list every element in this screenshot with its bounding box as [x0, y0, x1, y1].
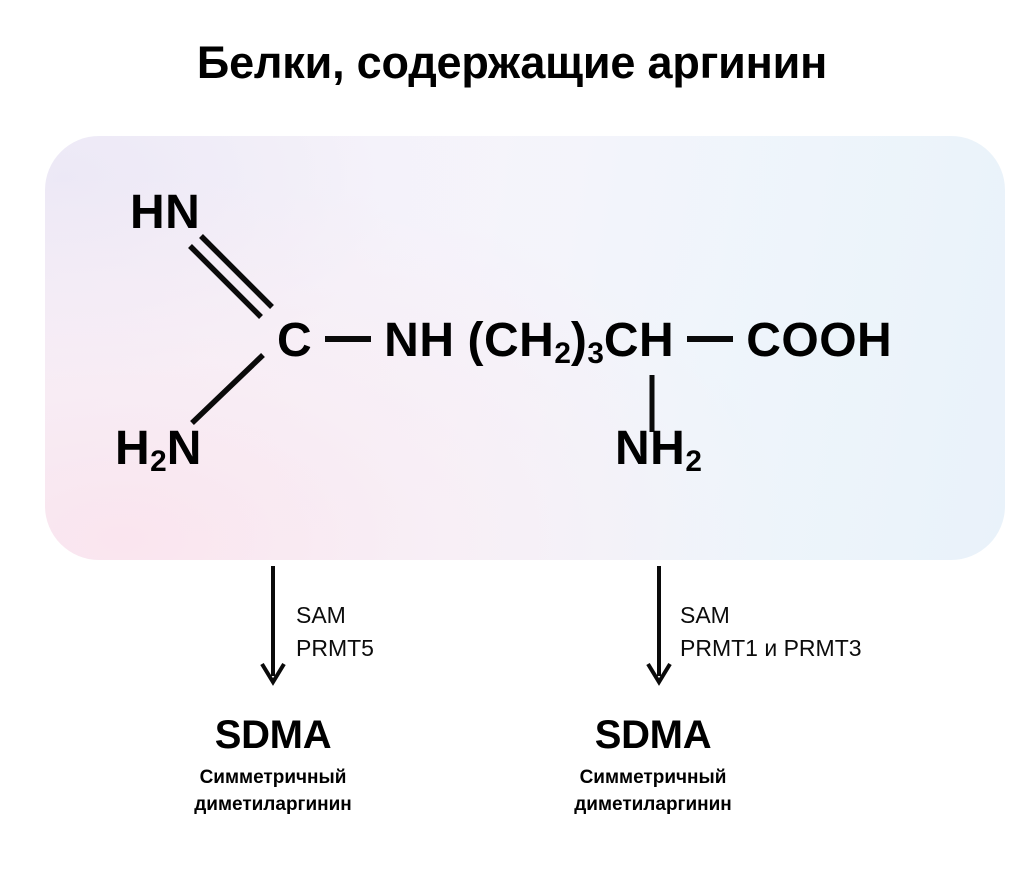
atom-group-nh: NH	[384, 314, 455, 367]
double-bond-icon	[188, 234, 274, 319]
cofactor-right: SAM	[680, 602, 730, 628]
atom-group-ch: CH	[603, 314, 675, 367]
atom-group-hn: HN	[130, 186, 201, 239]
product-fullname-right-line1: Симметричный	[579, 767, 727, 789]
arrow-down-icon-right	[646, 566, 672, 686]
atom-group-nh2: NH2	[615, 422, 702, 479]
atom-carbon: C	[277, 314, 313, 367]
single-bond-icon	[190, 353, 265, 425]
product-fullname-left-line2: диметиларгинин	[194, 794, 352, 816]
product-right: SDMA Симметричный диметиларгинин	[463, 713, 843, 819]
enzyme-name-left: PRMT5	[296, 634, 374, 661]
molecule-structure: HN H2N C NH(CH2)3CH COOH NH2	[45, 136, 1005, 560]
product-abbr-right: SDMA	[594, 713, 712, 757]
enzyme-label-left: SAM PRMT5	[296, 599, 374, 664]
product-abbr-left: SDMA	[214, 713, 332, 757]
atom-group-methylene: (CH2)3	[467, 314, 604, 371]
atom-group-cooh: COOH	[746, 314, 893, 367]
product-fullname-right-line2: диметиларгинин	[574, 794, 732, 816]
product-fullname-left-line1: Симметричный	[199, 767, 347, 789]
enzyme-label-right: SAM PRMT1 и PRMT3	[680, 599, 862, 664]
page-title: Белки, содержащие аргинин	[196, 37, 828, 88]
product-fullname-right: Симметричный диметиларгинин	[463, 765, 843, 819]
cofactor-left: SAM	[296, 602, 346, 628]
bond-ch-cooh-icon	[687, 335, 734, 342]
molecule-main-chain: C NH(CH2)3CH COOH	[277, 314, 893, 371]
molecule-panel	[45, 136, 1005, 560]
product-fullname-left: Симметричный диметиларгинин	[83, 765, 463, 819]
atom-group-h2n: H2N	[115, 422, 202, 479]
arrow-down-icon-left	[260, 566, 286, 686]
bond-layer	[188, 234, 655, 432]
product-left: SDMA Симметричный диметиларгинин	[83, 713, 463, 819]
enzyme-name-right: PRMT1 и PRMT3	[680, 634, 862, 661]
bond-c-nh-icon	[325, 335, 372, 342]
